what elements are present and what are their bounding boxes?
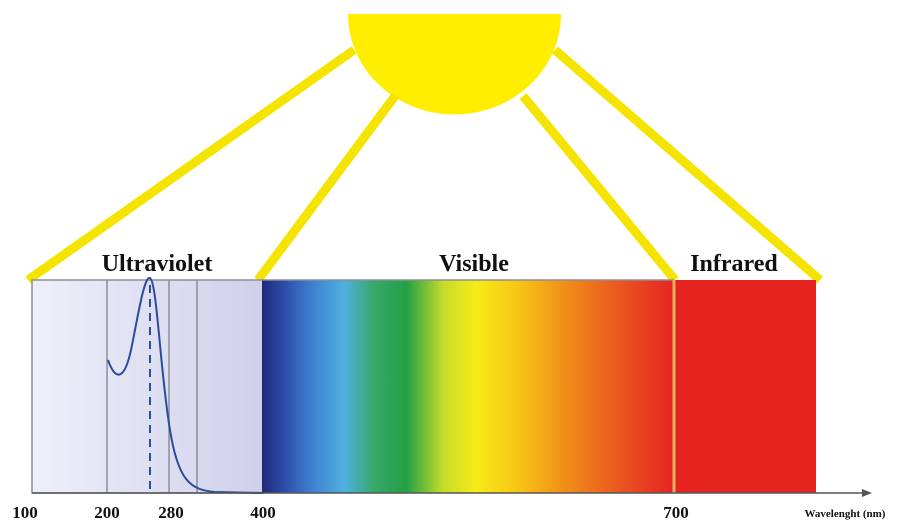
ray-infrared-right — [552, 46, 823, 284]
half-sun-icon — [348, 14, 561, 115]
ray-visible-right — [519, 93, 679, 283]
ultraviolet-label: Ultraviolet — [102, 251, 213, 277]
tick-100: 100 — [12, 503, 38, 522]
tick-400: 400 — [250, 503, 276, 522]
visible-label: Visible — [439, 251, 509, 277]
absorption-curve — [107, 276, 264, 494]
ray-visible-left — [254, 93, 399, 283]
axis-arrow-icon — [862, 489, 872, 497]
ultraviolet-dividers — [106, 280, 198, 493]
infrared-label: Infrared — [690, 251, 778, 277]
tick-280: 280 — [158, 503, 184, 522]
sun-rays — [25, 46, 823, 284]
visible-band — [262, 280, 674, 493]
tick-700: 700 — [663, 503, 689, 522]
infrared-band — [675, 280, 816, 493]
ultraviolet-band — [31, 279, 264, 494]
ray-ultraviolet-left — [25, 46, 357, 284]
axis-title: Wavelenght (nm) — [805, 508, 886, 520]
tick-200: 200 — [94, 503, 120, 522]
